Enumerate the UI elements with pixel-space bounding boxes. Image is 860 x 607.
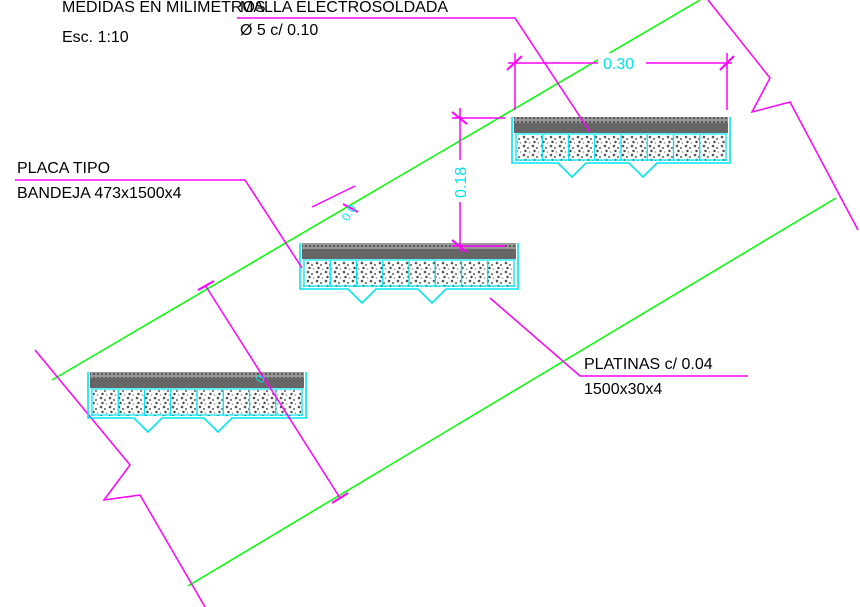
label-malla-title: MALLA ELECTROSOLDADA: [240, 0, 449, 16]
dimension-perp-upper: [311, 185, 356, 208]
dimension-perp-lower-tick-b: [331, 492, 349, 504]
plate-outline: [299, 243, 519, 305]
dimension-vertical-tick-top: [451, 111, 468, 125]
label-malla-spec: Ø 5 c/ 0.10: [240, 22, 319, 39]
header-medidas: MEDIDAS EN MILIMETROS: [62, 0, 266, 16]
boundary-line-lower: [187, 197, 837, 587]
dimension-vertical-tick-bottom: [451, 239, 468, 253]
header-escala: Esc. 1:10: [62, 29, 129, 46]
plate-top-band: [302, 249, 516, 259]
plate-3: [511, 117, 731, 179]
leader-placa: [15, 179, 303, 269]
label-placa-line1: PLACA TIPO: [17, 160, 111, 177]
plate-top-band: [90, 378, 304, 388]
plate-1: [87, 372, 307, 434]
plate-mesh-layer: [302, 243, 516, 249]
dimension-perp-upper-tick: [342, 203, 359, 213]
label-platinas-line1: PLATINAS c/ 0.04: [584, 356, 713, 373]
dimension-perp-lower: [204, 284, 341, 499]
dimension-horizontal-tick-right: [719, 55, 735, 71]
dimension-perp-lower-tick-a: [197, 280, 215, 291]
plates-group: [87, 117, 731, 434]
break-line-right: [707, 0, 859, 231]
plate-outline: [87, 372, 307, 434]
dimension-vertical-value: 0.18: [453, 167, 470, 198]
plate-top-band: [514, 123, 728, 133]
label-placa-line2: BANDEJA 473x1500x4: [17, 185, 182, 202]
dimension-horizontal-value: 0.30: [603, 56, 634, 73]
plate-mesh-layer: [90, 372, 304, 378]
leader-platinas: [489, 297, 748, 377]
plate-outline: [511, 117, 731, 179]
dimension-horizontal-tick-left: [506, 55, 523, 71]
plate-2: [299, 243, 519, 305]
label-platinas-line2: 1500x30x4: [584, 381, 663, 398]
plate-mesh-layer: [514, 117, 728, 123]
break-line-left: [34, 349, 206, 607]
dimension-small-upper: 0.0: [339, 202, 360, 224]
leader-malla: [237, 17, 591, 133]
